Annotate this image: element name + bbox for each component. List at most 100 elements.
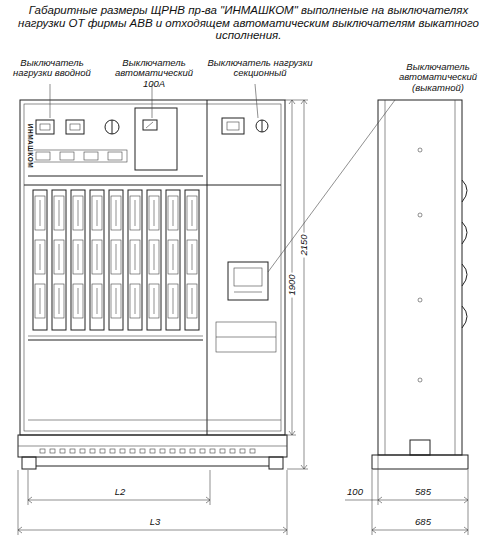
fuse-link (192, 288, 193, 314)
fuse-holder (168, 240, 178, 274)
fuse-column (185, 190, 199, 330)
fuse-holder (187, 240, 197, 274)
fuse-holder (54, 240, 64, 274)
fuse-link (97, 288, 98, 314)
dimension-text: L2 (113, 487, 128, 497)
fuse-holder (187, 196, 197, 230)
fuse-link (40, 244, 41, 270)
fuse-holder (187, 284, 197, 318)
callout-text: Выключатель нагрузки вводной (2, 58, 102, 79)
fuse-holder (111, 284, 121, 318)
fuse-link (173, 200, 174, 226)
fuse-link (192, 244, 193, 270)
fuse-link (154, 288, 155, 314)
fuse-link (116, 244, 117, 270)
base-slot (150, 449, 155, 453)
fuse-holder (73, 240, 83, 274)
fuse-holder (54, 284, 64, 318)
fuse-holder (35, 284, 45, 318)
fuse-holder (92, 284, 102, 318)
base-slot (120, 449, 125, 453)
fuse-holder (111, 196, 121, 230)
fuse-link (59, 244, 60, 270)
fuse-link (97, 244, 98, 270)
base-slot (200, 449, 205, 453)
fuse-column (166, 190, 180, 330)
fuse-holder (73, 196, 83, 230)
fuse-holder (149, 284, 159, 318)
fuse-holder (35, 240, 45, 274)
fuse-link (59, 288, 60, 314)
fuse-column (147, 190, 161, 330)
fuse-column (71, 190, 85, 330)
base-slot (180, 449, 185, 453)
fuse-column (109, 190, 123, 330)
fuse-column (33, 190, 47, 330)
fuse-link (154, 244, 155, 270)
base-slot (170, 449, 175, 453)
base-slot (250, 449, 255, 453)
fuse-holder (149, 196, 159, 230)
dimension-text: 585 (413, 487, 433, 497)
base-holes (40, 449, 255, 453)
fuse-link (78, 288, 79, 314)
fuse-holder (130, 284, 140, 318)
fuse-holder (54, 196, 64, 230)
base-slot (160, 449, 165, 453)
dimension-text: 2150 (299, 232, 309, 257)
fuse-link (40, 200, 41, 226)
fuse-link (97, 200, 98, 226)
fuse-column (52, 190, 66, 330)
fuse-holder (168, 284, 178, 318)
base-slot (240, 449, 245, 453)
dimension-lines (18, 100, 468, 535)
fuse-holder (73, 284, 83, 318)
fuse-holder (149, 240, 159, 274)
base-slot (190, 449, 195, 453)
front-view (18, 100, 287, 469)
fuse-link (173, 244, 174, 270)
fuse-link (135, 200, 136, 226)
base-slot (100, 449, 105, 453)
fuse-holder (111, 240, 121, 274)
leader-lines (50, 84, 395, 272)
drawing-title: Габаритные размеры ЩРНВ пр-ва "ИНМАШКОМ"… (4, 4, 493, 42)
fuse-holder (92, 196, 102, 230)
fuse-link (173, 288, 174, 314)
callout-text: Выключатель нагрузки секционный (200, 58, 320, 79)
base-slot (130, 449, 135, 453)
base-slot (60, 449, 65, 453)
base-slot (40, 449, 45, 453)
fuse-column (128, 190, 142, 330)
fuse-holder (35, 196, 45, 230)
base-slot (90, 449, 95, 453)
fuse-link (116, 288, 117, 314)
base-slot (220, 449, 225, 453)
fuse-column (90, 190, 104, 330)
fuse-holder (168, 196, 178, 230)
dimension-text: L3 (148, 517, 163, 527)
base-slot (80, 449, 85, 453)
side-view (372, 100, 468, 469)
fuse-holder (130, 240, 140, 274)
base-slot (110, 449, 115, 453)
callout-text: Выключатель автоматический (выкатной) (384, 62, 492, 93)
dimension-text: 685 (413, 517, 433, 527)
fuse-link (78, 244, 79, 270)
base-slot (230, 449, 235, 453)
fuse-link (154, 200, 155, 226)
fuse-link (135, 288, 136, 314)
fuse-link (78, 200, 79, 226)
fuse-link (40, 288, 41, 314)
fuse-holder (130, 196, 140, 230)
base-slot (50, 449, 55, 453)
dimension-text: 1900 (287, 272, 297, 297)
base-slot (140, 449, 145, 453)
base-slot (210, 449, 215, 453)
fuse-link (192, 200, 193, 226)
base-slot (70, 449, 75, 453)
fuse-link (59, 200, 60, 226)
dimension-text: 100 (345, 487, 365, 497)
fuse-link (135, 244, 136, 270)
fuse-switch-columns (33, 190, 199, 330)
